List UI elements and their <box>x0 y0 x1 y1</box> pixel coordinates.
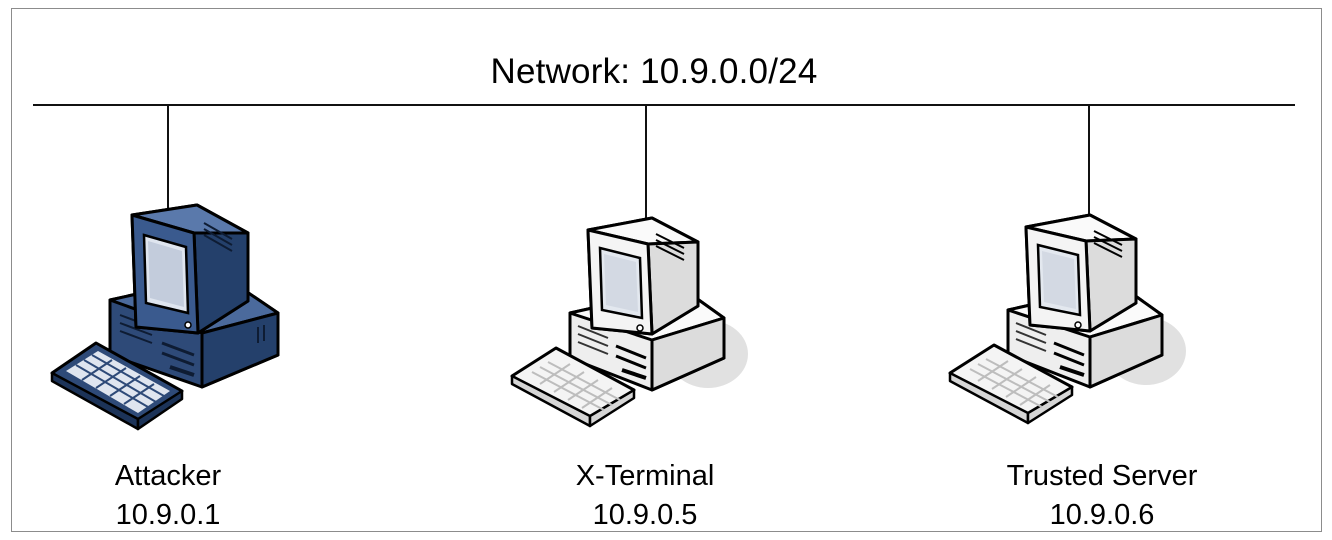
x-terminal-name-label: X-Terminal <box>575 460 715 492</box>
attacker-connection-line <box>167 105 169 211</box>
x-terminal-ip-label: 10.9.0.5 <box>592 499 698 531</box>
trusted-server-ip-label: 10.9.0.6 <box>1049 499 1155 531</box>
attacker-ip-label: 10.9.0.1 <box>115 499 221 531</box>
network-bus-line <box>33 104 1295 106</box>
x-terminal-connection-line <box>645 105 647 223</box>
trusted-server-computer-icon <box>948 213 1186 425</box>
network-label: Network: 10.9.0.0/24 <box>490 52 818 91</box>
attacker-name-label: Attacker <box>114 460 222 492</box>
trusted-server-name-label: Trusted Server <box>1006 460 1198 492</box>
trusted-server-connection-line <box>1088 105 1090 223</box>
x-terminal-computer-icon <box>510 216 748 428</box>
attacker-computer-icon <box>50 203 280 431</box>
